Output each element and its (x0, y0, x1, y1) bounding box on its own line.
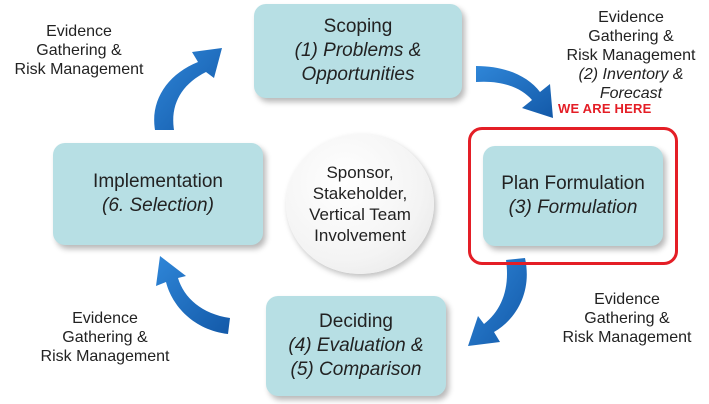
note-top-right-line-3: Risk Management (566, 47, 696, 64)
center-line-1: Sponsor, (326, 163, 394, 182)
arrow-scoping-to-plan (476, 66, 553, 118)
scoping-title: Scoping (323, 16, 393, 37)
center-line-3: Vertical Team (309, 205, 411, 224)
note-top-left: Evidence Gathering & Risk Management (4, 22, 154, 79)
center-text: Sponsor, Stakeholder, Vertical Team Invo… (295, 162, 425, 246)
note-top-left-line-1: Evidence (46, 23, 112, 40)
note-top-left-line-2: Gathering & (36, 42, 122, 59)
center-line-4: Involvement (314, 226, 406, 245)
note-bottom-right-line-2: Gathering & (584, 310, 670, 327)
scoping-line-2: Opportunities (301, 64, 415, 85)
center-line-2: Stakeholder, (312, 184, 408, 203)
deciding-line-2: (5) Comparison (290, 359, 422, 380)
scoping-box: Scoping (1) Problems & Opportunities (254, 4, 462, 98)
note-top-right: Evidence Gathering & Risk Management (2)… (556, 8, 706, 103)
arrow-implementation-to-scoping (154, 48, 222, 130)
current-stage-highlight (468, 127, 678, 265)
note-top-right-line-1: Evidence (598, 9, 664, 26)
arrow-plan-to-deciding (468, 258, 527, 346)
note-bottom-right-line-3: Risk Management (562, 329, 692, 346)
center-circle: Sponsor, Stakeholder, Vertical Team Invo… (286, 134, 434, 274)
deciding-box: Deciding (4) Evaluation & (5) Comparison (266, 296, 446, 396)
note-top-right-line-5: Forecast (599, 85, 663, 102)
note-bottom-right: Evidence Gathering & Risk Management (548, 290, 706, 347)
plan-formulation-title: Plan Formulation (501, 173, 645, 194)
note-top-right-line-2: Gathering & (588, 28, 674, 45)
plan-formulation-line-1: (3) Formulation (508, 197, 638, 218)
scoping-line-1: (1) Problems & (294, 40, 422, 61)
implementation-title: Implementation (93, 171, 223, 192)
we-are-here-label: WE ARE HERE (558, 101, 652, 116)
deciding-title: Deciding (319, 311, 393, 332)
implementation-line-1: (6. Selection) (102, 195, 214, 216)
note-bottom-left-line-2: Gathering & (62, 329, 148, 346)
arrow-deciding-to-implementation (156, 256, 230, 334)
deciding-line-1: (4) Evaluation & (288, 335, 424, 356)
note-bottom-left-line-1: Evidence (72, 310, 138, 327)
note-top-right-line-4: (2) Inventory & (578, 66, 684, 83)
note-bottom-left-line-3: Risk Management (40, 348, 170, 365)
implementation-box: Implementation (6. Selection) (53, 143, 263, 245)
note-top-left-line-3: Risk Management (14, 61, 144, 78)
note-bottom-left: Evidence Gathering & Risk Management (10, 309, 200, 366)
note-bottom-right-line-1: Evidence (594, 291, 660, 308)
plan-formulation-box: Plan Formulation (3) Formulation (483, 146, 663, 246)
